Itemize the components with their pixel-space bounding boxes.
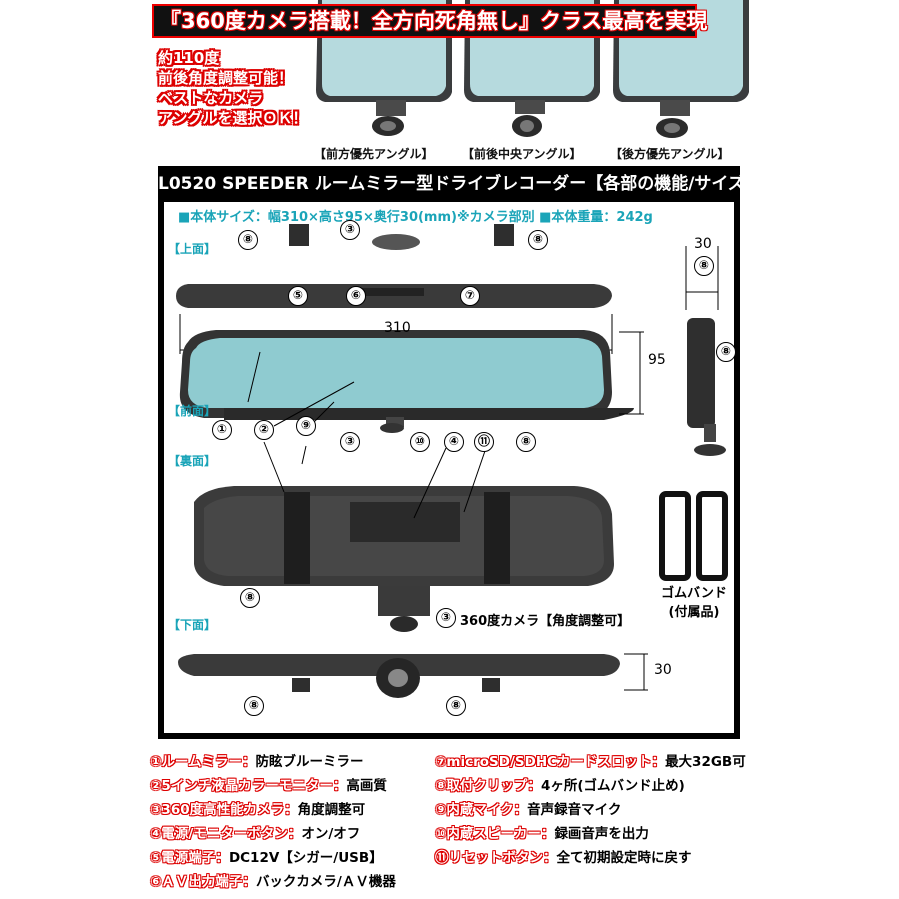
legend-value: 音声録音マイク	[527, 802, 622, 818]
callout-8: ⑧	[694, 256, 714, 276]
callout-5: ⑤	[288, 286, 308, 306]
legend-key: ⑥ＡＶ出力端子：	[150, 874, 256, 890]
legend-value: オン/オフ	[301, 826, 361, 842]
promo-line: 約110度	[158, 49, 220, 67]
angle-label-rear: 【後方優先アングル】	[610, 145, 730, 163]
legend-key: ③360度高性能カメラ：	[150, 802, 298, 818]
back-view-mirror	[194, 486, 614, 632]
camera-caption: 360度カメラ【角度調整可】	[460, 614, 631, 629]
width-dimension: 310	[384, 320, 411, 336]
legend-key: ⑩内蔵スピーカー：	[435, 826, 555, 842]
legend-key: ④電源/モニターボタン：	[150, 826, 302, 842]
legend-item: ⑥ＡＶ出力端子：バックカメラ/ＡＶ機器	[150, 870, 396, 894]
side-view-mirror	[685, 246, 726, 456]
view-label-top: 【上面】	[168, 242, 217, 256]
view-label-bottom: 【下面】	[168, 618, 217, 632]
height-dimension: 95	[648, 352, 666, 368]
callout-3: ③	[436, 608, 456, 628]
promo-text-block: 約110度 前後角度調整可能！ ベストなカメラ アングルを選択ＯＫ！	[158, 48, 338, 128]
callout-8: ⑧	[716, 342, 736, 362]
legend-item: ②5インチ液晶カラーモニター：高画質	[150, 774, 387, 798]
rubber-band-caption-line: ゴムバンド	[661, 586, 727, 601]
legend-key: ⑦microSD/SDHCカードスロット：	[435, 754, 666, 770]
legend-item: ③360度高性能カメラ：角度調整可	[150, 798, 365, 822]
top-view-mirror	[176, 224, 612, 308]
callout-4: ④	[444, 432, 464, 452]
legend-item: ⑦microSD/SDHCカードスロット：最大32GB可	[435, 750, 746, 774]
front-view-mirror	[179, 330, 634, 433]
legend-item: ⑨内蔵マイク：音声録音マイク	[435, 798, 621, 822]
callout-10: ⑩	[410, 432, 430, 452]
legend-key: ①ルームミラー：	[150, 754, 256, 770]
legend-key: ⑤電源端子：	[150, 850, 229, 866]
callout-8: ⑧	[446, 696, 466, 716]
callout-11: ⑪	[474, 432, 494, 452]
legend-item: ④電源/モニターボタン：オン/オフ	[150, 822, 360, 846]
headline-text: 『360度カメラ搭載！全方向死角無し』クラス最高を実現	[160, 9, 708, 33]
view-label-back: 【裏面】	[168, 454, 217, 468]
legend-key: ⑪リセットボタン：	[435, 850, 557, 866]
legend-value: 4ヶ所(ゴムバンド止め)	[540, 778, 685, 794]
callout-8: ⑧	[238, 230, 258, 250]
legend-value: 角度調整可	[297, 802, 366, 818]
callout-8: ⑧	[240, 588, 260, 608]
callout-8: ⑧	[244, 696, 264, 716]
legend-item: ⑧取付クリップ：4ヶ所(ゴムバンド止め)	[435, 774, 685, 798]
callout-leaders	[247, 351, 487, 519]
legend-value: DC12V【シガー/USB】	[228, 850, 383, 866]
headline-banner: 『360度カメラ搭載！全方向死角無し』クラス最高を実現	[152, 4, 708, 38]
legend-item: ①ルームミラー：防眩ブルーミラー	[150, 750, 364, 774]
depth-dimension-top: 30	[694, 236, 712, 252]
angle-label-center: 【前後中央アングル】	[462, 145, 582, 163]
legend-key: ⑧取付クリップ：	[435, 778, 541, 794]
angle-label-front: 【前方優先アングル】	[314, 145, 434, 163]
parts-legend: ①ルームミラー：防眩ブルーミラー ②5インチ液晶カラーモニター：高画質 ③360…	[150, 750, 750, 895]
height-dimension-lines	[619, 331, 644, 415]
callout-3: ③	[340, 220, 360, 240]
legend-key: ②5インチ液晶カラーモニター：	[150, 778, 347, 794]
mirror-diagram	[176, 224, 728, 698]
spec-line: ■本体サイズ：幅310×高さ95×奥行30(mm)※カメラ部別 ■本体重量：24…	[178, 210, 653, 225]
callout-1: ①	[212, 420, 232, 440]
depth-dimension-bottom: 30	[654, 662, 672, 678]
promo-line: 前後角度調整可能！	[158, 69, 294, 87]
legend-item: ⑩内蔵スピーカー：録画音声を出力	[435, 822, 649, 846]
legend-item: ⑪リセットボタン：全て初期設定時に戻す	[435, 846, 692, 870]
rubber-band-illustration	[659, 491, 728, 581]
callout-9: ⑨	[296, 416, 316, 436]
parts-diagram-panel: L0520 SPEEDER ルームミラー型ドライブレコーダー【各部の機能/サイズ…	[158, 166, 762, 739]
bottom-view-mirror	[178, 653, 648, 698]
callout-8: ⑧	[528, 230, 548, 250]
legend-value: 録画音声を出力	[554, 826, 649, 842]
top-section: 『360度カメラ搭載！全方向死角無し』クラス最高を実現 約110度 前後角度調整…	[0, 0, 899, 165]
legend-value: 最大32GB可	[665, 754, 746, 770]
callout-7: ⑦	[460, 286, 480, 306]
panel-inner: ■本体サイズ：幅310×高さ95×奥行30(mm)※カメラ部別 ■本体重量：24…	[164, 202, 736, 733]
rubber-band-caption-line: (付属品)	[668, 605, 720, 620]
legend-value: バックカメラ/ＡＶ機器	[255, 874, 396, 890]
legend-key: ⑨内蔵マイク：	[435, 802, 528, 818]
callout-2: ②	[254, 420, 274, 440]
callout-6: ⑥	[346, 286, 366, 306]
rubber-band-caption: ゴムバンド (付属品)	[654, 582, 734, 620]
panel-title: L0520 SPEEDER ルームミラー型ドライブレコーダー【各部の機能/サイズ…	[158, 174, 762, 194]
legend-value: 全て初期設定時に戻す	[556, 850, 692, 866]
callout-8: ⑧	[516, 432, 536, 452]
legend-value: 高画質	[346, 778, 387, 794]
promo-line: ベストなカメラ	[158, 89, 264, 107]
callout-3: ③	[340, 432, 360, 452]
legend-value: 防眩ブルーミラー	[255, 754, 364, 770]
promo-line: アングルを選択ＯＫ！	[158, 109, 308, 127]
legend-item: ⑤電源端子：DC12V【シガー/USB】	[150, 846, 383, 870]
view-label-front: 【前面】	[168, 404, 217, 418]
